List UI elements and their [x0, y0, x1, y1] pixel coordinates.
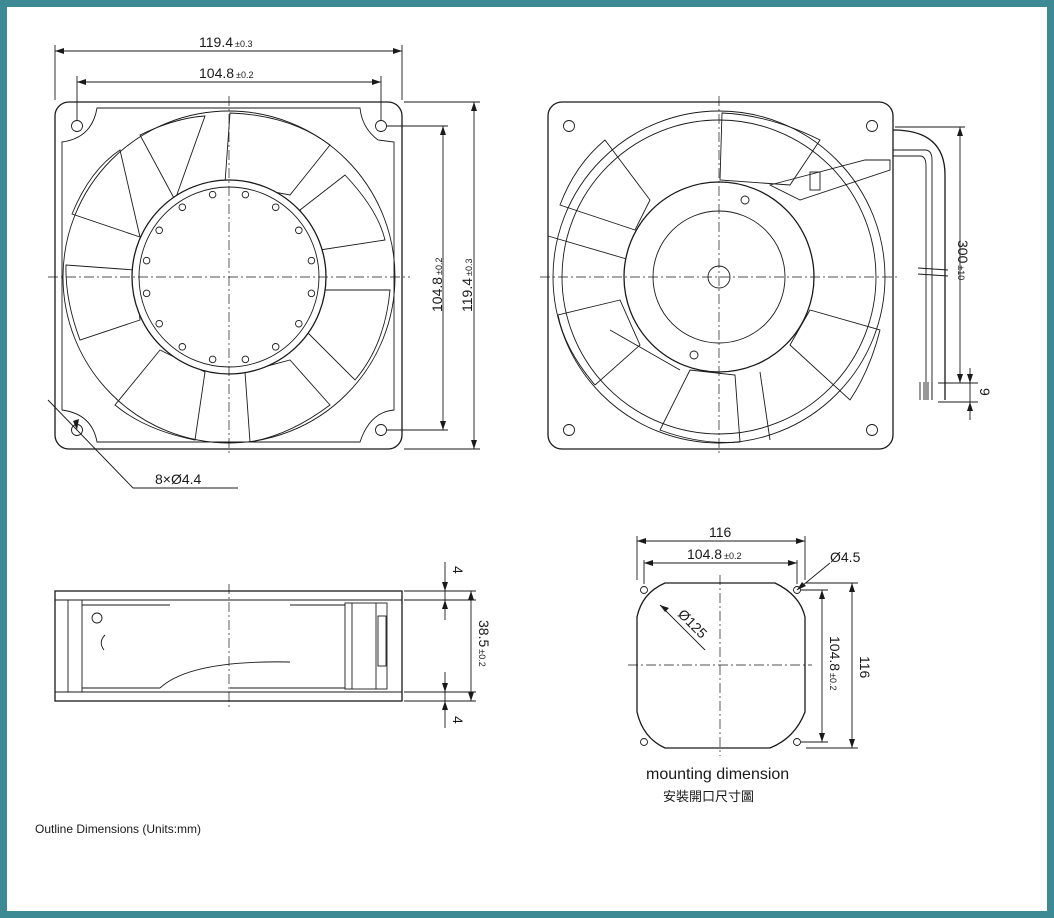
dim-overall-height: 119.4±0.3 [459, 259, 475, 312]
front-blade [114, 349, 206, 441]
mounting-caption: mounting dimension [646, 766, 789, 783]
hub-hole [178, 203, 187, 211]
hub-hole [142, 289, 151, 298]
front-dimensions: 119.4±0.3 104.8±0.2 104.8±0.2 119.4±0.3 … [47, 34, 480, 489]
rear-strut [609, 329, 681, 371]
front-inner-frame [61, 107, 395, 443]
mounting-hole [71, 120, 83, 132]
rear-blade [557, 299, 641, 386]
front-blade [224, 112, 331, 196]
hub-hole [208, 355, 217, 364]
front-blade [304, 289, 391, 381]
dim-flange-bottom: 4 [450, 716, 466, 724]
front-blade [299, 174, 386, 251]
dim-lead-length: 300±10 [955, 240, 971, 280]
front-hub-holes [142, 190, 316, 364]
mounting-hole [640, 586, 648, 594]
side-screw [91, 612, 103, 624]
rear-housing-outline [547, 101, 894, 450]
rear-cable-channel [768, 159, 891, 201]
mounting-hole [563, 120, 575, 132]
mounting-caption-cn: 安裝開口尺寸圖 [663, 790, 754, 805]
front-view [48, 96, 410, 456]
mounting-hole [375, 120, 387, 132]
rear-view [540, 96, 949, 456]
side-housing-outline [54, 590, 403, 702]
hub-hole [271, 203, 280, 211]
front-blade [244, 359, 331, 443]
rear-hub-screw [740, 195, 750, 205]
footer-note: Outline Dimensions (Units:mm) [35, 822, 201, 836]
side-view [54, 584, 403, 708]
rear-hub-screw [689, 350, 699, 360]
lead-break [917, 267, 949, 271]
lead-wire [892, 129, 946, 400]
lead-wire-ends [919, 382, 933, 400]
holes-note: 8×Ø4.4 [155, 471, 202, 487]
hub-hole [295, 319, 303, 328]
side-dimensions: 4 38.5±0.2 4 [404, 562, 492, 728]
rear-blade [789, 309, 881, 401]
front-blade [139, 115, 206, 202]
hub-hole [178, 343, 187, 351]
rear-strut [759, 371, 771, 441]
dim-mount-height: 116 [857, 656, 873, 679]
hub-hole [307, 256, 316, 265]
rear-dimensions: 300±10 9 [895, 126, 993, 420]
hub-hole [155, 226, 163, 235]
lead-wire [893, 149, 933, 400]
rear-blade [659, 369, 741, 443]
dim-strip-length: 9 [977, 388, 993, 396]
lead-wire [893, 155, 927, 400]
dim-overall-width: 119.4±0.3 [199, 34, 252, 50]
lead-break [917, 273, 949, 277]
hub-hole [307, 289, 316, 298]
hub-hole [208, 190, 217, 199]
rear-blade [559, 139, 651, 231]
dim-flange-top: 4 [450, 566, 466, 574]
side-blade-edge [159, 661, 291, 689]
mounting-hole [866, 120, 878, 132]
hub-hole [271, 343, 280, 351]
hub-hole [295, 226, 303, 235]
side-terminal-block [344, 602, 388, 690]
hub-hole [241, 355, 250, 364]
mounting-hole [375, 424, 387, 436]
mounting-hole [640, 738, 648, 746]
front-blade [65, 264, 141, 341]
dim-depth: 38.5±0.2 [476, 620, 492, 667]
rear-strut [547, 235, 631, 261]
dim-cutout-dia: Ø125 [675, 606, 711, 642]
dim-mount-hole-pitch-v: 104.8±0.2 [827, 636, 843, 691]
dim-hole-pitch-h: 104.8±0.2 [199, 65, 254, 81]
rear-blade [719, 112, 821, 186]
mounting-hole [793, 586, 801, 594]
dim-mount-hole-pitch-h: 104.8±0.2 [687, 546, 742, 562]
dim-mount-width: 116 [709, 524, 732, 540]
mounting-hole [793, 738, 801, 746]
front-blade [71, 149, 141, 238]
mounting-cutout [636, 582, 806, 749]
side-mark [100, 634, 106, 651]
mounting-view: Ø125 [628, 575, 812, 756]
mounting-hole [866, 424, 878, 436]
hub-hole [155, 319, 163, 328]
dim-hole-pitch-v: 104.8±0.2 [429, 258, 445, 313]
hub-hole [142, 256, 151, 265]
front-housing-outline [54, 101, 403, 450]
hub-hole [241, 190, 250, 199]
mounting-dimensions: 116 104.8±0.2 Ø4.5 104.8±0.2 116 mountin… [636, 524, 873, 805]
dim-mount-hole-dia: Ø4.5 [830, 549, 861, 565]
rear-cable-clip [809, 171, 821, 191]
mounting-hole [563, 424, 575, 436]
